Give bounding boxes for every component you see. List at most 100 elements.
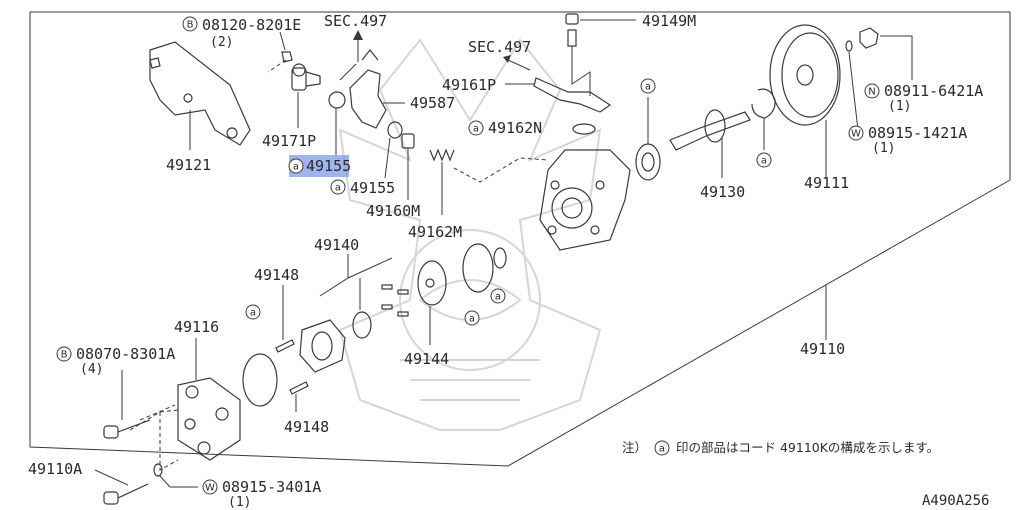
prefix-b-icon: B xyxy=(56,346,72,362)
bolt-49149M xyxy=(565,13,636,25)
label-49121: 49121 xyxy=(166,156,211,174)
label-08911: 08911-6421A xyxy=(884,82,983,100)
washer-08915-3401 xyxy=(153,463,198,488)
a-marker-icon: a xyxy=(640,78,656,94)
note-prefix: 注） xyxy=(622,440,647,455)
svg-text:a: a xyxy=(473,124,479,135)
bolt-08070 xyxy=(103,419,151,439)
a-marker-icon: a xyxy=(245,304,261,320)
label-49155: 49155 xyxy=(350,179,395,197)
circlip xyxy=(751,88,776,119)
prefix-b-icon: B xyxy=(182,16,198,32)
svg-text:a: a xyxy=(335,183,341,194)
svg-text:W: W xyxy=(205,483,215,494)
label-08070: 08070-8301A xyxy=(76,345,175,363)
a-marker-icon: a xyxy=(464,310,480,326)
nut-08911 xyxy=(859,27,879,49)
vanes xyxy=(381,284,409,317)
a-marker-icon: a xyxy=(468,120,484,136)
svg-text:a: a xyxy=(645,82,651,93)
qty-08915-1421: (1) xyxy=(872,141,895,156)
highlight-49155 xyxy=(289,155,349,177)
label-49171P: 49171P xyxy=(262,132,316,150)
seal-49160M xyxy=(401,133,415,200)
label-sec497-right: SEC.497 xyxy=(468,38,531,56)
o-ring-49155-top xyxy=(328,91,346,109)
diagram-ref: A490A256 xyxy=(922,493,989,509)
label-49587: 49587 xyxy=(410,94,455,112)
rotor xyxy=(352,311,372,339)
qty-08915-3401: (1) xyxy=(228,495,251,510)
o-ring-49155-lower xyxy=(387,121,403,139)
svg-text:N: N xyxy=(868,87,875,98)
label-49149M: 49149M xyxy=(642,12,696,30)
connector-49171P xyxy=(291,63,321,91)
shaft-49130 xyxy=(669,109,751,178)
o-ring-small xyxy=(493,247,507,269)
qty-08120: (2) xyxy=(210,35,233,50)
a-marker-icon: a a a a a a a a a xyxy=(245,78,772,456)
label-49130: 49130 xyxy=(700,183,745,201)
pin-49148-top xyxy=(275,285,295,353)
o-ring-large xyxy=(462,243,494,293)
svg-text:a: a xyxy=(761,156,767,167)
label-08915-3401: 08915-3401A xyxy=(222,478,321,496)
svg-text:W: W xyxy=(851,129,861,140)
label-49161P: 49161P xyxy=(442,76,496,94)
label-49140: 49140 xyxy=(314,236,359,254)
label-sec497-top: SEC.497 xyxy=(324,12,387,30)
assembly-frame xyxy=(29,11,1011,467)
label-49110: 49110 xyxy=(800,340,845,358)
o-ring-49162N xyxy=(572,123,596,135)
pipe-49161P xyxy=(533,29,612,113)
pump-body xyxy=(539,149,631,251)
pulley-49111 xyxy=(769,24,841,178)
bolt-49110A xyxy=(103,483,149,505)
label-08915-1421: 08915-1421A xyxy=(868,124,967,142)
washer-08915-1421 xyxy=(845,40,853,52)
a-marker-icon: a xyxy=(330,179,346,195)
label-49148-bottom: 49148 xyxy=(284,418,329,436)
cam-ring xyxy=(299,319,346,373)
label-49148-top: 49148 xyxy=(254,266,299,284)
prefix-w-icon: W xyxy=(848,125,864,141)
svg-text:B: B xyxy=(187,20,194,31)
label-49110A: 49110A xyxy=(28,460,82,478)
prefix-n-icon: N xyxy=(864,83,880,99)
a-marker-icon: a xyxy=(490,288,506,304)
arrow-icon xyxy=(503,55,531,71)
label-49111: 49111 xyxy=(804,174,849,192)
svg-text:B: B xyxy=(61,350,68,361)
bracket-49121 xyxy=(149,41,251,146)
note-body: 印の部品はコード 49110Kの構成を示します。 xyxy=(676,440,939,455)
arrow-icon xyxy=(353,30,363,62)
prefix-circles: B N W B W xyxy=(56,16,880,495)
label-49162M: 49162M xyxy=(408,223,462,241)
gasket xyxy=(242,353,278,407)
side-plate-49144 xyxy=(417,260,447,345)
label-49116: 49116 xyxy=(174,318,219,336)
bolt-08120 xyxy=(267,51,293,73)
svg-text:a: a xyxy=(659,444,665,455)
label-49160M: 49160M xyxy=(366,202,420,220)
connector-49587 xyxy=(349,49,387,129)
a-marker-icon: a xyxy=(654,440,670,456)
a-marker-icon: a xyxy=(756,152,772,168)
svg-text:a: a xyxy=(293,162,299,173)
seal-ring xyxy=(635,143,661,181)
label-49144: 49144 xyxy=(404,350,449,368)
a-marker-icon: a xyxy=(288,158,304,174)
qty-08911: (1) xyxy=(888,99,911,114)
spring-49162M xyxy=(429,148,455,215)
rear-cover-49116 xyxy=(177,377,241,461)
pin-49148-bottom xyxy=(289,381,309,412)
svg-text:a: a xyxy=(495,292,501,303)
prefix-w-icon: W xyxy=(202,479,218,495)
label-49155-highlighted: 49155 xyxy=(306,157,351,175)
svg-text:a: a xyxy=(469,314,475,325)
qty-08070: (4) xyxy=(80,362,103,377)
label-49162N: 49162N xyxy=(488,119,542,137)
label-08120: 08120-8201E xyxy=(202,16,301,34)
